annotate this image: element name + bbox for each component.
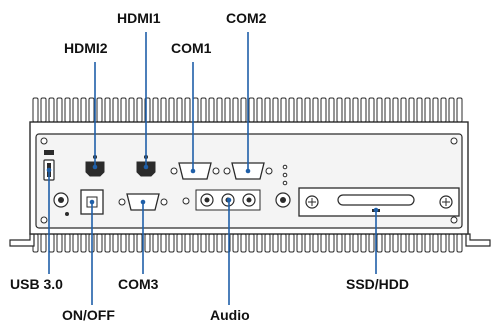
bottom-heatsink-fins [32,233,463,253]
leader-lines [48,32,377,305]
antenna-connector-right [275,192,291,208]
status-leds [282,164,288,186]
right-mounting-bracket [465,233,491,247]
label-com3: COM3 [118,276,159,292]
label-com1: COM1 [171,40,212,56]
label-hdmi1: HDMI1 [117,10,161,26]
label-on-off: ON/OFF [62,307,115,323]
label-audio: Audio [210,307,250,323]
label-com2: COM2 [226,10,267,26]
panel-screw-center [182,197,190,205]
panel-screws [40,137,458,224]
left-mounting-bracket [9,233,35,247]
leader-dots [46,164,379,213]
screw-bottom-left [40,216,48,224]
label-ssd-hdd: SSD/HDD [346,276,410,292]
screw-bottom-right [450,216,458,224]
screw-top-left [40,137,48,145]
screw-top-right [450,137,458,145]
antenna-connector-left [53,192,69,208]
label-hdmi2: HDMI2 [64,40,108,56]
ssd-hdd-bay [298,187,460,217]
label-usb30: USB 3.0 [10,276,63,292]
